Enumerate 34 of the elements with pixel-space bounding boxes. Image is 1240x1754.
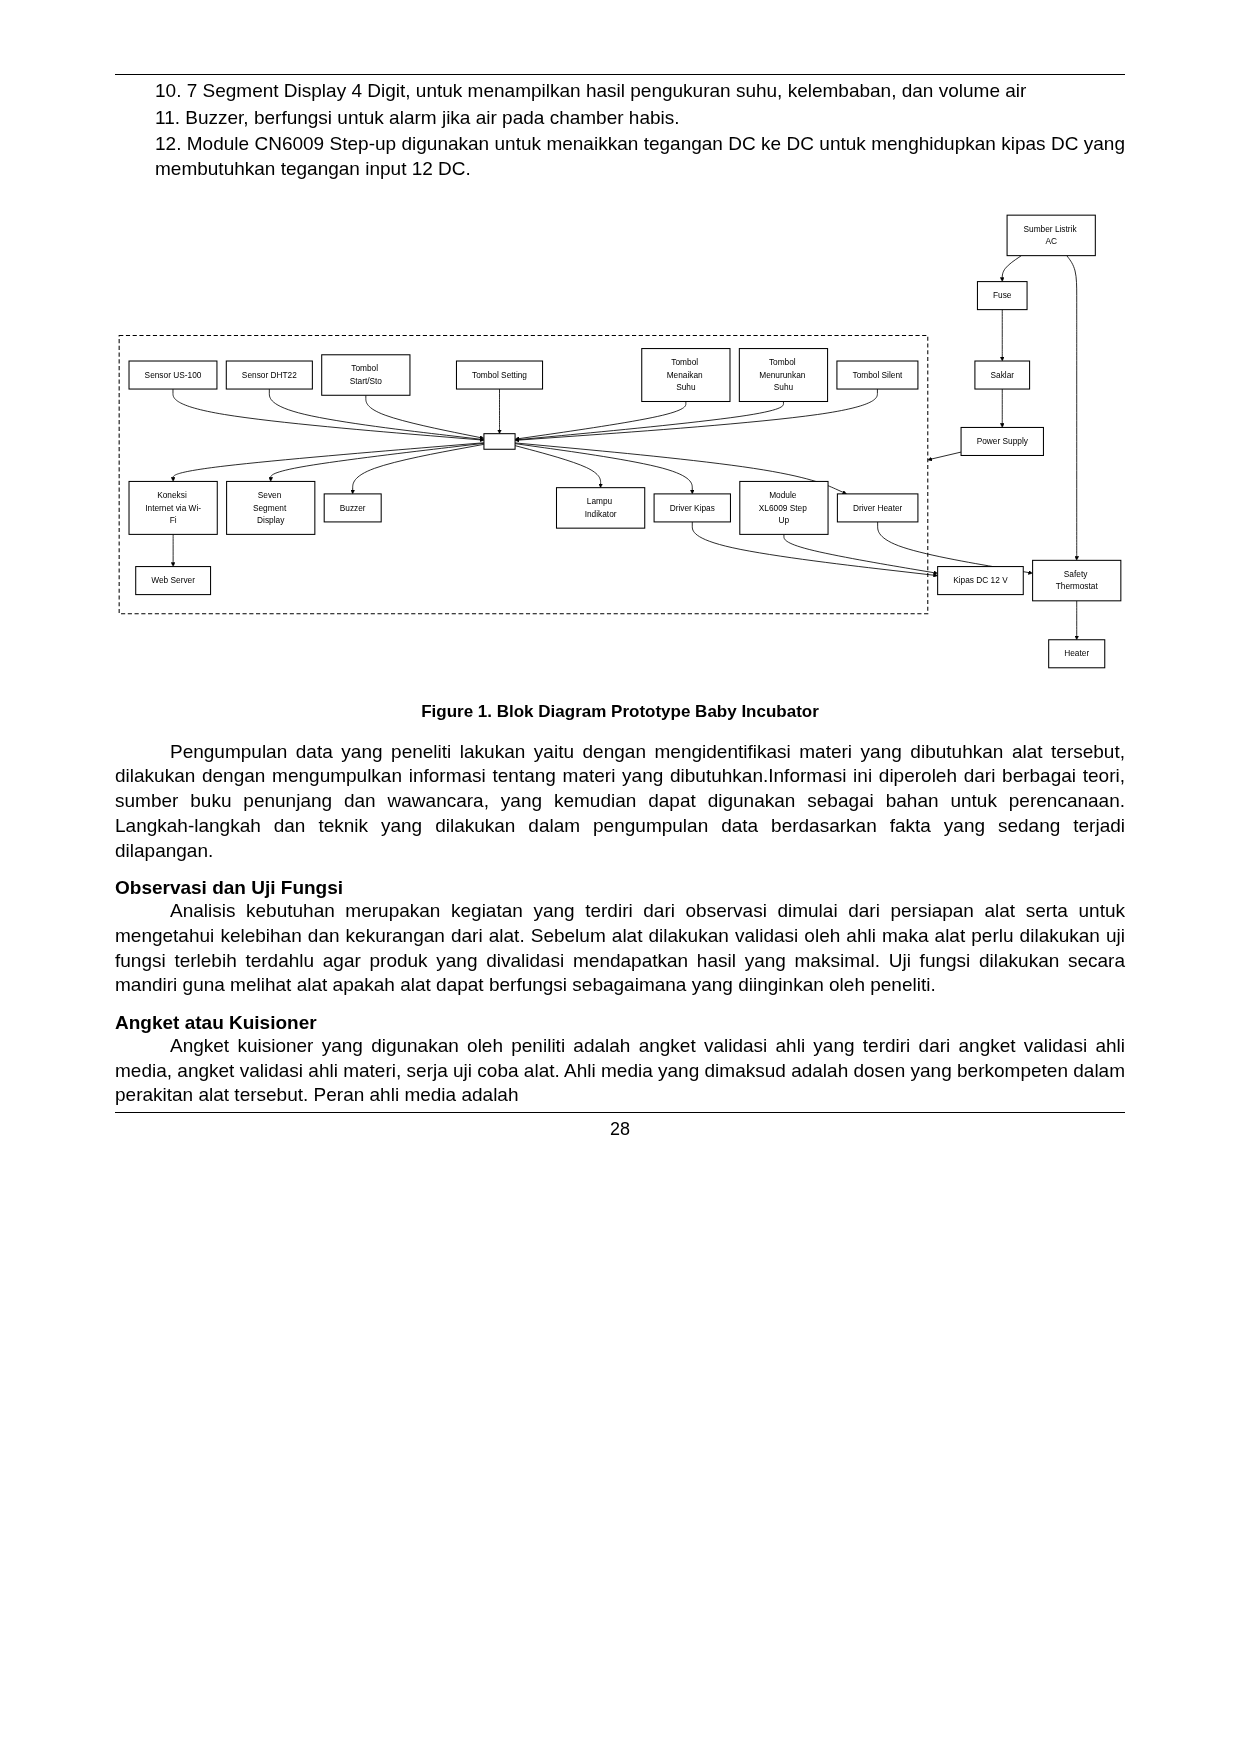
node-box: Kipas DC 12 V [937, 566, 1024, 596]
list-item: 10. 7 Segment Display 4 Digit, untuk menampilkan hasil pengukuran suhu, kelembaban, dan volume air [155, 79, 1028, 103]
list-item: 11. Buzzer, berfungsi untuk alarm jika air pada chamber habis. [155, 105, 681, 130]
node-box: Tombol Start/Sto [321, 354, 411, 397]
node-box [483, 433, 516, 451]
node-box: Sensor DHT22 [225, 360, 313, 390]
node-box: Tombol Silent [836, 360, 919, 390]
node-box: Koneksi Internet via Wi-Fi [128, 481, 218, 536]
node-box: Buzzer [323, 493, 382, 523]
node-box: Sumber Listrik AC [1006, 214, 1096, 257]
node-box: Sensor US-100 [128, 360, 218, 390]
figure-caption: Figure 1. Blok Diagram Prototype Baby Incubator [420, 701, 820, 722]
node-box: Tombol Menurunkan Suhu [738, 348, 829, 403]
section-heading: Angket atau Kuisioner [115, 1011, 318, 1034]
node-box: Seven Segment Display [226, 481, 316, 536]
paragraph: Analisis kebutuhan merupakan kegiatan yang terdiri dari observasi dimulai dari persiapan alat serta untuk mengetahui kelebihan dan kekurangan dari alat. Sebelum alat dilakukan validasi oleh ahli maka alat perlu dilakukan uji fungsi terlebih terdahlu agar produk yang divalidasi mendapatkan hasil yang maksimal. Uji fungsi dilakukan secara mandiri guna melihat alat apakah alat dapat berfungsi sebagaimana yang diinginkan oleh peneliti. [115, 899, 1125, 998]
node-box: Tombol Setting [455, 360, 544, 390]
node-box: Saklar [974, 360, 1031, 390]
node-box: Web Server [135, 566, 212, 596]
node-box: Heater [1048, 639, 1106, 669]
node-box: Safety Thermostat [1032, 560, 1122, 602]
node-box: Power Supply [960, 427, 1044, 457]
node-box: Lampu Indikator [556, 487, 646, 529]
node-box: Tombol Menaikan Suhu [641, 348, 731, 403]
list-item: 12. Module CN6009 Step-up digunakan untuk menaikkan tegangan DC ke DC untuk menghidupkan kipas DC yang membutuhkan tegangan input 12 DC. [155, 132, 1125, 182]
paragraph: Pengumpulan data yang peneliti lakukan yaitu dengan mengidentifikasi materi yang dibutuhkan alat tersebut, dilakukan dengan mengumpulkan informasi tentang materi yang dibutuhkan.Informasi ini diperoleh dari berbagai teori, sumber buku penunjang dan wawancara, yang kemudian dapat digunakan sebagai bahan untuk perencanaan. Langkah-langkah dan teknik yang dilakukan dalam pengumpulan data berdasarkan fakta yang sedang terjadi dilapangan. [115, 739, 1125, 863]
node-box: Fuse [976, 281, 1028, 311]
node-box: Driver Heater [836, 493, 919, 523]
section-heading: Observasi dan Uji Fungsi [115, 877, 345, 900]
paragraph: Angket kuisioner yang digunakan oleh peniliti adalah angket validasi ahli yang terdiri dari angket validasi ahli media, angket validasi ahli materi, serja uji coba alat. Ahli media yang dimaksud adalah dosen yang berkompeten dalam perakitan alat tersebut. Peran ahli media adalah [115, 1033, 1125, 1108]
cluster [118, 335, 929, 615]
node-box: Driver Kipas [653, 493, 731, 523]
node-box: Module XL6009 Step Up [739, 481, 829, 536]
page-number: 28 [609, 1119, 631, 1140]
